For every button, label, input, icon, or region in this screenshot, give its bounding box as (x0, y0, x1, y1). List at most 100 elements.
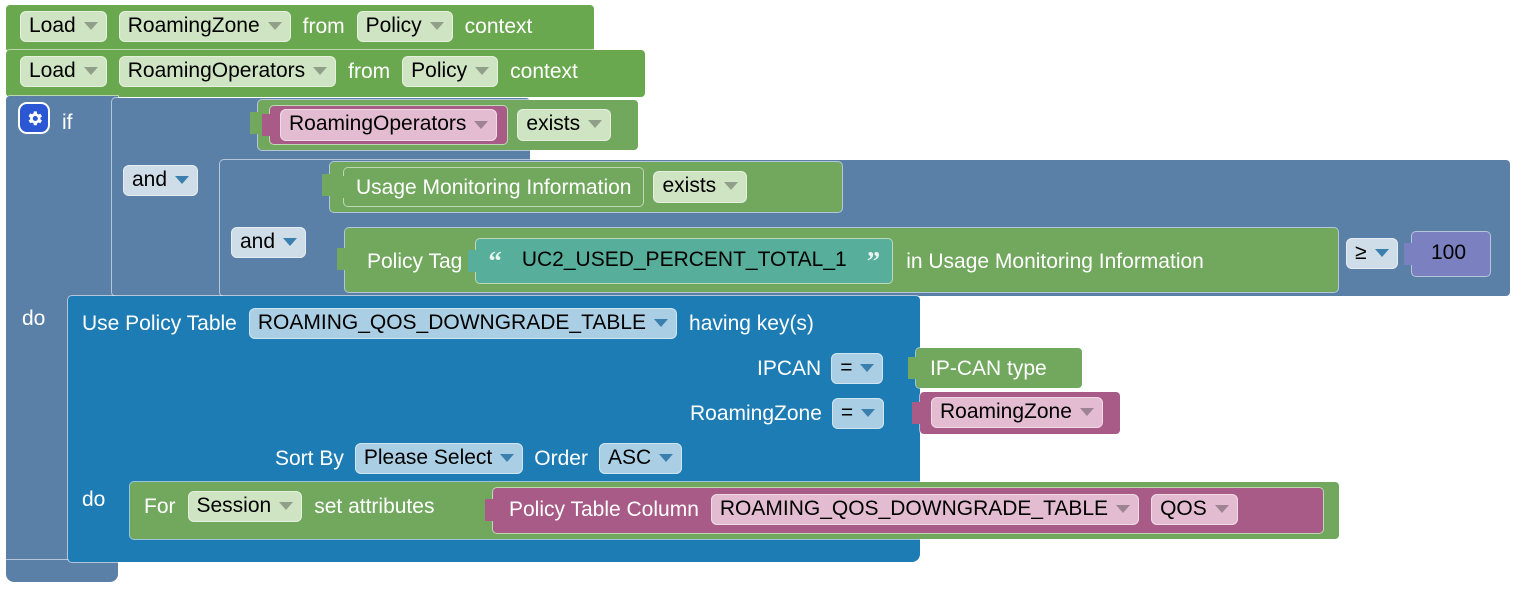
column-table-dropdown[interactable]: ROAMING_QOS_DOWNGRADE_TABLE (710, 494, 1140, 526)
context-suffix-label: context (510, 60, 578, 84)
predicate-dropdown-exists[interactable]: exists (653, 171, 748, 203)
policy-table-label: ROAMING_QOS_DOWNGRADE_TABLE (257, 311, 647, 334)
sort-by-label: Sort By (275, 447, 344, 471)
number-block-threshold[interactable]: 100 (1404, 232, 1490, 276)
value-connector-nub (912, 402, 922, 424)
target-dropdown[interactable]: Session (187, 491, 303, 523)
if-block-mutator-button[interactable] (20, 104, 48, 132)
load-context-dropdown[interactable]: Policy (402, 56, 499, 88)
load-statement-roamingoperators[interactable]: Load RoamingOperators from Policy contex… (6, 50, 645, 97)
chevron-down-icon (313, 67, 328, 76)
policy-table-key-row-ipcan: IPCAN = (757, 353, 884, 385)
chevron-down-icon (279, 502, 294, 511)
number-input[interactable]: 100 (1431, 241, 1467, 264)
key-name-label: RoamingZone (690, 402, 822, 426)
predicate-label: exists (526, 112, 581, 136)
order-dropdown[interactable]: ASC (598, 443, 683, 475)
if-do-label: do (22, 307, 46, 330)
load-verb-label: Load (29, 14, 76, 37)
use-policy-table-header: Use Policy Table ROAMING_QOS_DOWNGRADE_T… (82, 308, 814, 340)
logic-operator-and-1[interactable]: and (123, 165, 199, 197)
chevron-down-icon (1374, 249, 1389, 258)
quote-open-icon: “ (488, 245, 502, 276)
chevron-down-icon (83, 22, 98, 31)
chevron-down-icon (1214, 505, 1229, 514)
load-variable-label: RoamingZone (127, 14, 260, 37)
key-operator-dropdown[interactable]: = (831, 353, 884, 385)
policy-tag-text-input[interactable]: UC2_USED_PERCENT_TOTAL_1 (521, 248, 847, 272)
value-connector-nub (322, 174, 332, 196)
if-label: if (62, 111, 73, 134)
key-value-block-roamingzone[interactable]: RoamingZone (912, 392, 1120, 434)
subject-block-usage-monitoring[interactable]: Usage Monitoring Information (336, 168, 644, 206)
chevron-down-icon (861, 409, 876, 418)
policy-table-column-block[interactable]: Policy Table Column ROAMING_QOS_DOWNGRAD… (485, 488, 1323, 533)
load-context-label: Policy (411, 59, 468, 82)
comparison-operator-dropdown[interactable]: ≥ (1346, 238, 1398, 270)
comparison-operator-label: ≥ (1355, 241, 1367, 264)
use-policy-table-label: Use Policy Table (82, 312, 237, 336)
chevron-down-icon (429, 22, 444, 31)
from-label: from (348, 60, 391, 84)
predicate-label: exists (662, 174, 717, 198)
variable-dropdown[interactable]: RoamingOperators (280, 109, 498, 141)
chevron-down-icon (283, 238, 298, 247)
sort-by-dropdown[interactable]: Please Select (354, 443, 524, 475)
logic-operator-and-2[interactable]: and (231, 227, 307, 259)
chevron-down-icon (659, 454, 674, 463)
variable-label: RoamingZone (940, 400, 1072, 423)
column-name-label: QOS (1160, 497, 1207, 520)
key-operator-label: = (840, 356, 853, 379)
chevron-down-icon (654, 319, 669, 328)
target-label: Session (196, 494, 272, 517)
logic-operator-label: and (132, 168, 168, 191)
load-verb-dropdown[interactable]: Load (20, 11, 107, 43)
value-connector-nub (468, 250, 479, 272)
load-variable-label: RoamingOperators (127, 59, 306, 82)
policy-table-dropdown[interactable]: ROAMING_QOS_DOWNGRADE_TABLE (248, 308, 678, 340)
load-variable-dropdown[interactable]: RoamingZone (118, 11, 291, 43)
chevron-down-icon (474, 120, 489, 129)
value-connector-nub (337, 248, 347, 270)
variable-dropdown[interactable]: RoamingZone (931, 397, 1103, 429)
order-label: Order (534, 447, 588, 471)
key-operator-label: = (840, 401, 854, 424)
quote-close-icon: ” (866, 245, 881, 276)
subject-label: Usage Monitoring Information (356, 175, 632, 199)
predicate-dropdown-exists[interactable]: exists (517, 109, 612, 141)
sort-by-value-label: Please Select (363, 446, 493, 469)
policy-table-sort-row: Sort By Please Select Order ASC (275, 443, 683, 475)
value-connector-nub (1404, 243, 1414, 265)
column-name-dropdown[interactable]: QOS (1151, 494, 1238, 526)
chevron-down-icon (500, 454, 515, 463)
chevron-down-icon (475, 67, 490, 76)
chevron-down-icon (1116, 505, 1131, 514)
policy-table-key-row-roamingzone: RoamingZone = (690, 398, 885, 430)
policy-table-do-label: do (82, 488, 106, 511)
from-label: from (302, 15, 345, 39)
variable-block-roamingoperators[interactable]: RoamingOperators (262, 106, 508, 144)
load-variable-dropdown[interactable]: RoamingOperators (118, 56, 337, 88)
value-connector-nub (485, 499, 495, 521)
condition-exists-usage-monitoring[interactable]: Usage Monitoring Information exists (322, 162, 842, 212)
key-value-label: IP-CAN type (930, 357, 1047, 380)
order-value-label: ASC (607, 446, 652, 469)
gear-icon (28, 110, 42, 125)
if-block-foot (6, 560, 118, 582)
chevron-down-icon (83, 67, 98, 76)
string-block-policy-tag[interactable]: “ UC2_USED_PERCENT_TOTAL_1 ” (468, 239, 893, 283)
for-label: For (144, 495, 176, 519)
chevron-down-icon (267, 22, 282, 31)
chevron-down-icon (724, 182, 739, 191)
load-context-dropdown[interactable]: Policy (356, 11, 453, 43)
key-value-block-ipcan-type[interactable]: IP-CAN type (908, 348, 1082, 388)
load-verb-label: Load (29, 59, 76, 82)
key-operator-dropdown[interactable]: = (831, 398, 885, 430)
condition-policy-tag-comparison[interactable]: Policy Tag “ UC2_USED_PERCENT_TOTAL_1 ” … (337, 228, 1338, 292)
chevron-down-icon (175, 176, 190, 185)
condition-exists-roamingoperators[interactable]: RoamingOperators exists (250, 100, 638, 150)
load-verb-dropdown[interactable]: Load (20, 56, 107, 88)
policy-table-column-label: Policy Table Column (509, 498, 699, 522)
load-statement-roamingzone[interactable]: Load RoamingZone from Policy context (6, 5, 594, 52)
value-connector-nub (908, 357, 918, 379)
